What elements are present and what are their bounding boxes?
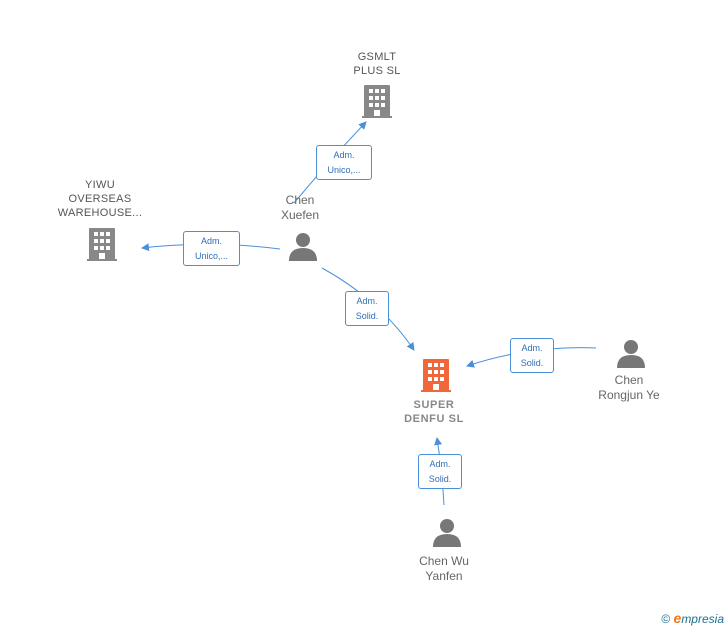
- company-name-line: PLUS SL: [353, 65, 401, 77]
- company-name-line: DENFU SL: [404, 413, 464, 425]
- company-name-line: OVERSEAS: [68, 193, 132, 205]
- company-name-line: YIWU: [85, 179, 115, 191]
- person-icon[interactable]: [433, 519, 461, 547]
- edge-role-line: Adm.: [333, 150, 355, 160]
- company-name-line: GSMLT: [357, 51, 397, 63]
- person-name-line: Chen: [285, 193, 315, 207]
- person-label-chen-wu-yanfen[interactable]: Chen Wu Yanfen: [404, 554, 484, 584]
- edge-role-line: Adm.: [521, 343, 543, 353]
- edge-role-line: Adm.: [356, 296, 378, 306]
- edge-role-line: Solid.: [355, 311, 379, 321]
- person-label-chen-xuefen[interactable]: Chen Xuefen: [270, 193, 330, 223]
- company-label-gsmlt[interactable]: GSMLT PLUS SL: [340, 50, 414, 78]
- edge-label-chen-wu-to-super[interactable]: Adm. Solid.: [418, 454, 462, 489]
- person-name-line: Xuefen: [280, 208, 320, 222]
- company-name-line: WAREHOUSE...: [57, 207, 143, 219]
- edge-label-chen-xuefen-to-super[interactable]: Adm. Solid.: [345, 291, 389, 326]
- edge-role-line: Unico,...: [327, 165, 361, 175]
- edge-role-line: Solid.: [520, 358, 544, 368]
- edge-role-line: Solid.: [428, 474, 452, 484]
- company-label-super-denfu[interactable]: SUPER DENFU SL: [392, 398, 476, 426]
- empresia-logo-e: e: [673, 610, 682, 626]
- empresia-logo-text: mpresia: [681, 612, 724, 626]
- empresia-footer[interactable]: © empresia: [661, 610, 724, 626]
- edge-role-line: Adm.: [200, 236, 222, 246]
- company-name-line: SUPER: [413, 399, 455, 411]
- edge-role-line: Unico,...: [194, 251, 228, 261]
- person-icon[interactable]: [289, 233, 317, 261]
- person-name-line: Chen Wu: [419, 554, 469, 568]
- person-icon[interactable]: [617, 340, 645, 368]
- person-name-line: Rongjun Ye: [598, 388, 660, 402]
- person-label-chen-rongjun-ye[interactable]: Chen Rongjun Ye: [589, 373, 669, 403]
- person-name-line: Yanfen: [425, 569, 463, 583]
- building-icon[interactable]: [87, 228, 117, 261]
- edge-label-chen-rongjun-to-super[interactable]: Adm. Solid.: [510, 338, 554, 373]
- person-name-line: Chen: [614, 373, 644, 387]
- company-label-yiwu[interactable]: YIWU OVERSEAS WAREHOUSE...: [50, 178, 150, 220]
- edge-label-chen-xuefen-to-gsmlt[interactable]: Adm. Unico,...: [316, 145, 372, 180]
- building-icon[interactable]: [362, 85, 392, 118]
- copyright-icon: ©: [661, 612, 671, 626]
- building-icon[interactable]: [421, 359, 451, 392]
- edge-label-chen-xuefen-to-yiwu[interactable]: Adm. Unico,...: [183, 231, 240, 266]
- edge-role-line: Adm.: [429, 459, 451, 469]
